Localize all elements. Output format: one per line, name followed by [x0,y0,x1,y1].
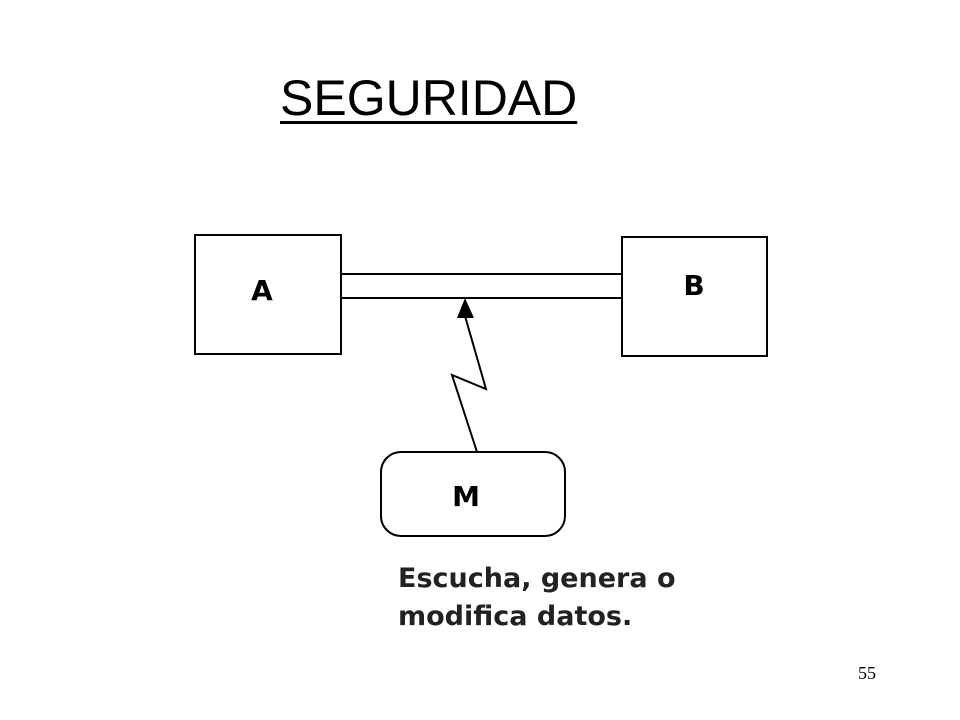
node-b: B [621,236,768,357]
caption-line-1: Escucha, genera o [398,563,676,594]
slide-title: SEGURIDAD [280,70,578,126]
node-a: A [194,234,342,355]
arrowhead-icon [457,298,474,318]
interception-arrow [450,298,488,453]
node-a-label: A [251,274,273,307]
caption-line-2: modifica datos. [398,601,633,632]
node-b-label: B [683,269,704,302]
node-m-label: M [452,480,480,513]
communication-channel [341,273,622,299]
node-m: M [380,451,566,537]
page-number: 55 [858,663,876,683]
caption: Escucha, genera o modifica datos. [398,560,676,636]
